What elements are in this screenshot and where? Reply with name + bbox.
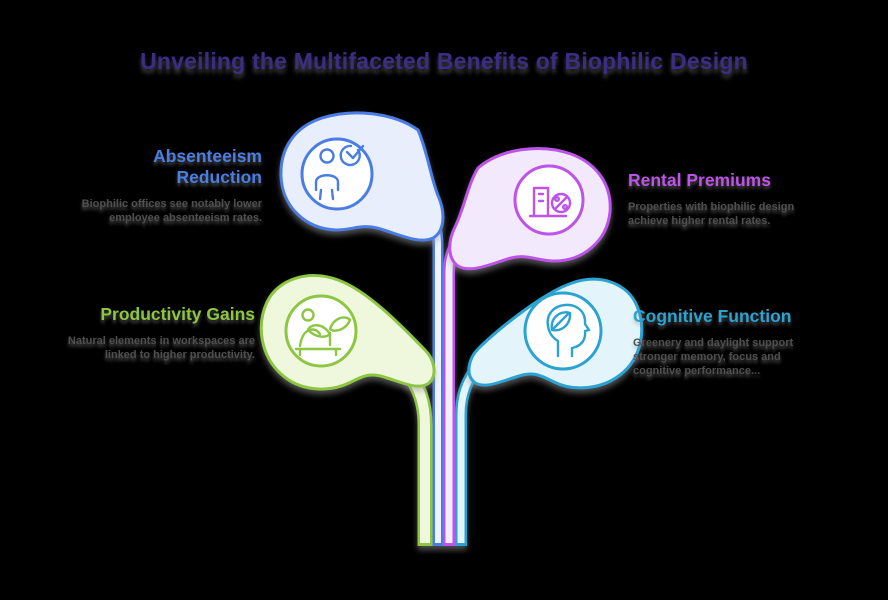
building-percent-icon: [528, 186, 572, 218]
benefit-description: Biophilic offices see notably lower empl…: [81, 198, 262, 224]
benefit-label: Productivity Gains: [100, 304, 255, 324]
benefit-label: Cognitive Function: [633, 306, 792, 326]
benefit-description: Greenery and daylight support stronger m…: [633, 337, 794, 377]
benefit-label: Rental Premiums: [628, 170, 771, 190]
plant-fronds: [259, 111, 644, 391]
frond-productivity: [259, 274, 436, 391]
infographic-title: Unveiling the Multifaceted Benefits of B…: [140, 48, 748, 74]
benefit-description: Properties with biophilic design achieve…: [628, 201, 795, 227]
benefit-block-cognitive: Cognitive Function Greenery and daylight…: [633, 306, 808, 378]
person-check-icon: [314, 144, 365, 201]
benefit-description: Natural elements in workspaces are linke…: [67, 335, 255, 361]
benefit-block-productivity: Productivity Gains Natural elements in w…: [50, 304, 255, 362]
desk-plant-icon: [294, 308, 352, 357]
benefit-block-rental: Rental Premiums Properties with biophili…: [628, 170, 798, 228]
head-leaf-icon: [546, 303, 591, 358]
frond-absenteeism: [279, 111, 445, 242]
benefit-label: Absenteeism Reduction: [153, 146, 262, 187]
frond-rental: [448, 147, 612, 271]
benefit-block-absenteeism: Absenteeism Reduction Biophilic offices …: [58, 146, 262, 225]
frond-cognitive: [467, 277, 644, 390]
